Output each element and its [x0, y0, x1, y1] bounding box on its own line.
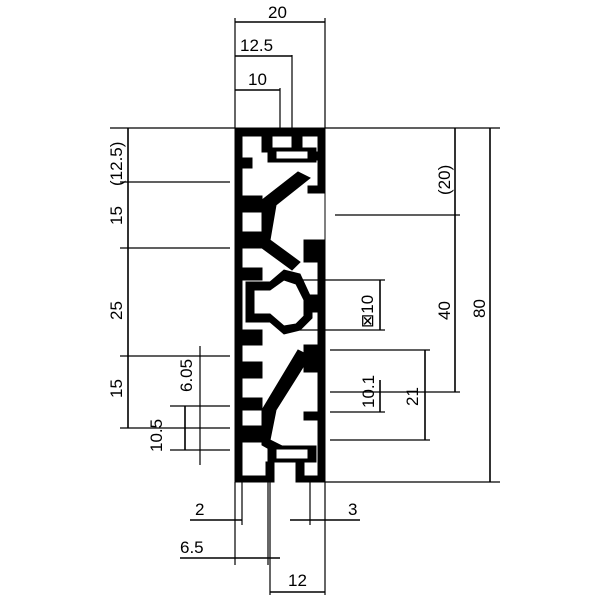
dim-top-12-5: 12.5 — [240, 36, 273, 55]
dim-bottom-6-5: 6.5 — [180, 538, 204, 557]
dim-left-15-upper: 15 — [107, 206, 126, 225]
dim-right-40: 40 — [435, 301, 454, 320]
dimension-lines — [127, 21, 491, 593]
dim-left-12-5: (12.5) — [107, 142, 126, 186]
dim-right-20: (20) — [435, 165, 454, 195]
dim-right-21: 21 — [403, 387, 422, 406]
dim-right-square-10: ⊠10 — [358, 295, 377, 328]
dim-bottom-12: 12 — [288, 571, 307, 590]
aluminium-profile — [234, 127, 326, 483]
dim-top-20: 20 — [268, 3, 287, 22]
dim-left-10-5: 10.5 — [147, 419, 166, 452]
dim-bottom-3: 3 — [348, 500, 357, 519]
dim-bottom-2: 2 — [195, 500, 204, 519]
dim-left-15-lower: 15 — [107, 379, 126, 398]
dim-top-10: 10 — [248, 70, 267, 89]
dim-left-6-05: 6.05 — [177, 359, 196, 392]
dim-right-80: 80 — [470, 299, 489, 318]
extension-lines — [110, 18, 500, 595]
dimension-labels: 20 12.5 10 (12.5) 15 25 15 6.05 10.5 (20… — [107, 3, 489, 590]
dim-right-10-1: 10.1 — [359, 375, 378, 408]
dim-left-25: 25 — [107, 301, 126, 320]
